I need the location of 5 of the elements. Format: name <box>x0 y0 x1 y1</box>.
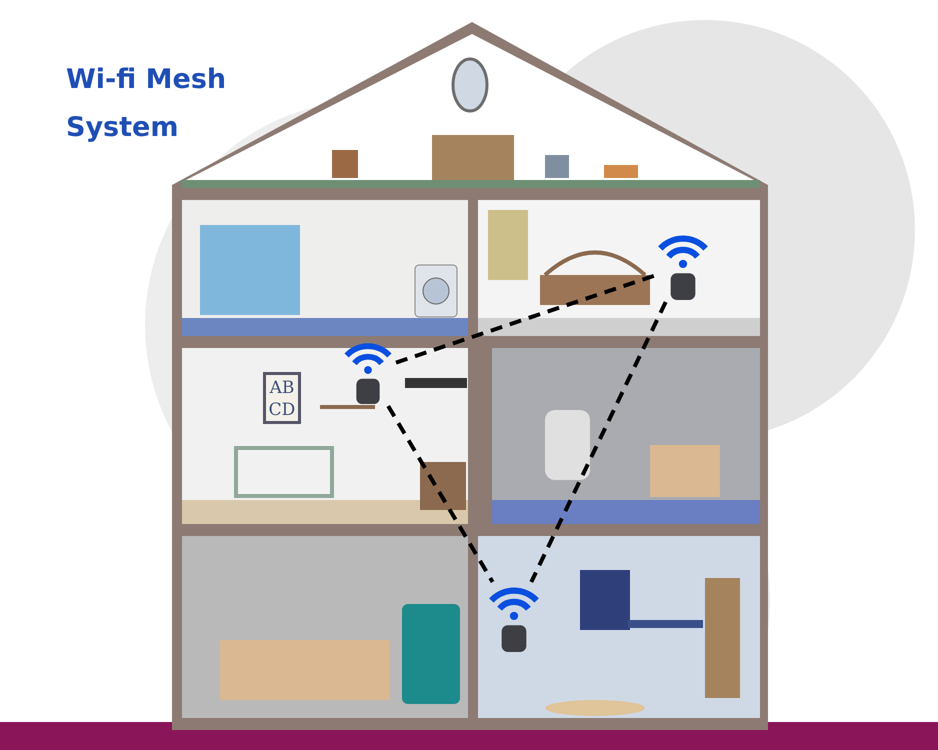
dashed-connection-line <box>530 301 668 583</box>
dashed-connection-line <box>395 274 655 364</box>
dashed-connection-line <box>386 404 494 584</box>
title: Wi-fi Mesh System <box>66 63 228 145</box>
alphabet-poster: AB CD <box>263 372 301 424</box>
